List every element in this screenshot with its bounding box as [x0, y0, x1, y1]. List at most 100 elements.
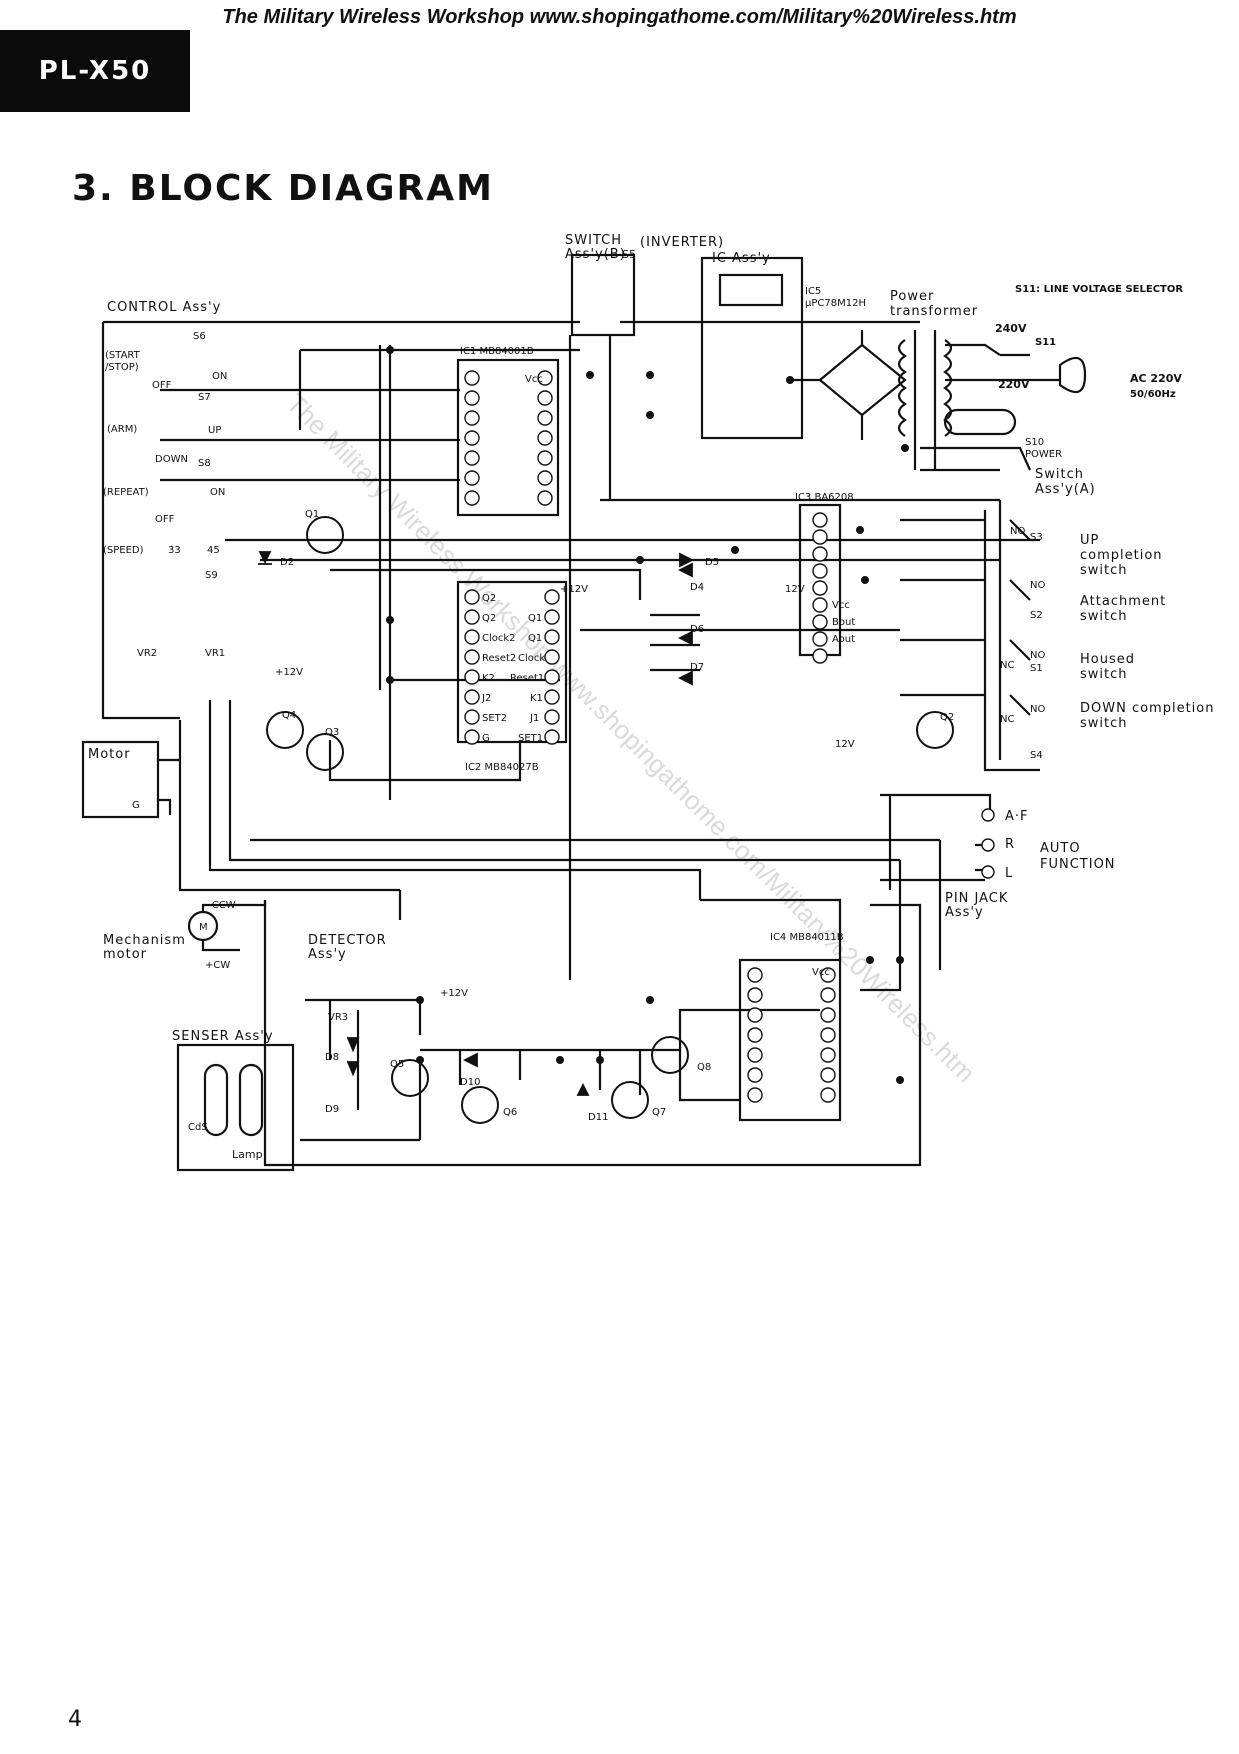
up-completion-label: UP — [1080, 533, 1099, 548]
s7-label: S7 — [198, 392, 211, 403]
power-label: POWER — [1025, 449, 1062, 460]
d2-diode — [258, 551, 272, 565]
up-completion-label-3: switch — [1080, 563, 1128, 578]
s1-label: S1 — [1030, 663, 1043, 674]
s1-no-label: NO — [1030, 650, 1045, 661]
down-completion-label: DOWN completion — [1080, 701, 1214, 716]
q6-transistor — [461, 1086, 499, 1124]
q3-transistor — [306, 733, 344, 771]
s2-label: S2 — [1030, 610, 1043, 621]
hz-label: 50/60Hz — [1130, 389, 1176, 400]
ic2-12v-label: +12V — [560, 584, 588, 595]
ic3-12v-label: 12V — [785, 584, 805, 595]
ic3-vcc-label: Vcc — [832, 600, 850, 611]
s8-off-label: OFF — [155, 514, 175, 525]
d8-label: D8 — [325, 1052, 339, 1063]
control-assy-label: CONTROL Ass'y — [107, 300, 221, 315]
motor-g-label: G — [132, 800, 140, 811]
s8-label: S8 — [198, 458, 211, 469]
l-label: L — [1005, 866, 1013, 881]
d10-diode — [462, 1052, 478, 1068]
af-label: A·F — [1005, 809, 1029, 824]
junctions — [386, 346, 909, 1084]
s7-up-label: UP — [208, 425, 221, 436]
cds-label: CdS — [188, 1122, 208, 1133]
switch-a-label-2: Ass'y(A) — [1035, 482, 1096, 497]
ic2-clock2-label: Clock2 — [482, 633, 516, 644]
ic2-k1-label: K1 — [530, 693, 543, 704]
s11-note: S11: LINE VOLTAGE SELECTOR — [1015, 284, 1183, 295]
speed-label: (SPEED) — [103, 545, 144, 556]
s5-label: S5 — [622, 248, 636, 261]
d4-label: D4 — [690, 582, 704, 593]
ic2-q1b-label: Q1 — [528, 633, 542, 644]
ic2-q2b-label: Q2 — [482, 613, 496, 624]
ic2-j2-label: J2 — [481, 693, 491, 704]
arm-label: (ARM) — [107, 424, 137, 435]
housed-label: Housed — [1080, 652, 1135, 667]
inverter-label: (INVERTER) — [640, 235, 724, 250]
d2-label: D2 — [280, 557, 294, 568]
senser-label: SENSER Ass'y — [172, 1029, 274, 1044]
d7-label: D7 — [690, 662, 704, 673]
d11-label: D11 — [588, 1112, 608, 1123]
s6-label: S6 — [193, 331, 206, 342]
model-tab: PL-X50 — [0, 30, 190, 112]
housed-label-2: switch — [1080, 667, 1128, 682]
q7-transistor — [611, 1081, 649, 1119]
function-label: FUNCTION — [1040, 857, 1116, 872]
ic2-q2-label: Q2 — [482, 593, 496, 604]
d6-label: D6 — [690, 624, 704, 635]
v240-label: 240V — [995, 322, 1027, 335]
s4-no-label: NO — [1030, 704, 1045, 715]
motor-label: Motor — [88, 747, 131, 762]
s4-label: S4 — [1030, 750, 1043, 761]
ic2-reset2-label: Reset2 — [482, 653, 516, 664]
ic5-part-label: μPC78M12H — [805, 298, 866, 309]
r-label: R — [1005, 837, 1015, 852]
ic2-set1-label: SET1 — [518, 733, 543, 744]
ic3-aout-label: Aout — [832, 634, 855, 645]
q2-label: Q2 — [940, 712, 954, 723]
ic1-vcc-label: Vcc — [525, 374, 543, 385]
detector-label-2: Ass'y — [308, 947, 347, 962]
down-completion-label-2: switch — [1080, 716, 1128, 731]
s4-nc-label: NC — [1000, 714, 1014, 725]
ic1-label: IC1 MB84001B — [460, 346, 534, 357]
ic3-label: IC3 BA6208 — [795, 492, 854, 503]
mechanism-motor-label: Mechanism — [103, 933, 186, 948]
q4-transistor — [266, 711, 304, 749]
transistors — [266, 516, 954, 1124]
auto-label: AUTO — [1040, 841, 1081, 856]
q4-12v-label: +12V — [275, 667, 303, 678]
ic2-j1-label: J1 — [529, 713, 539, 724]
ic2-q1-label: Q1 — [528, 613, 542, 624]
attachment-label: Attachment — [1080, 594, 1166, 609]
q2-12v-label: 12V — [835, 739, 855, 750]
ic2-set2-label: SET2 — [482, 713, 507, 724]
cw-label: +CW — [205, 960, 230, 971]
switch-assy-b-label: Ass'y(B) — [565, 247, 626, 262]
q3-label: Q3 — [325, 727, 339, 738]
s7-down-label: DOWN — [155, 454, 188, 465]
diagram-labels: SWITCH Ass'y(B) (INVERTER) IC Ass'y S5 I… — [88, 233, 1214, 1161]
q4-label: Q4 — [282, 710, 296, 721]
q5-transistor — [391, 1059, 429, 1097]
s3-no-label: NO — [1010, 526, 1025, 537]
diodes — [258, 551, 695, 1096]
header-banner: The Military Wireless Workshop www.shopi… — [222, 6, 1017, 28]
watermark: The Military Wireless Workshop www.shopi… — [281, 388, 981, 1088]
vr1-label: VR1 — [205, 648, 225, 659]
attachment-label-2: switch — [1080, 609, 1128, 624]
q2-transistor — [916, 711, 954, 749]
detector-12v-label: +12V — [440, 988, 468, 999]
switch-assy-label: SWITCH — [565, 233, 622, 248]
vr3-label: VR3 — [328, 1012, 348, 1023]
q8-label: Q8 — [697, 1062, 711, 1073]
ic4-label: IC4 MB84011B — [770, 932, 844, 943]
ic-pins — [464, 370, 995, 1103]
d5-diode — [679, 552, 695, 568]
ic2-reset1-label: Reset1 — [510, 673, 544, 684]
q1-transistor — [306, 516, 344, 554]
lamp-label: Lamp — [232, 1148, 263, 1161]
